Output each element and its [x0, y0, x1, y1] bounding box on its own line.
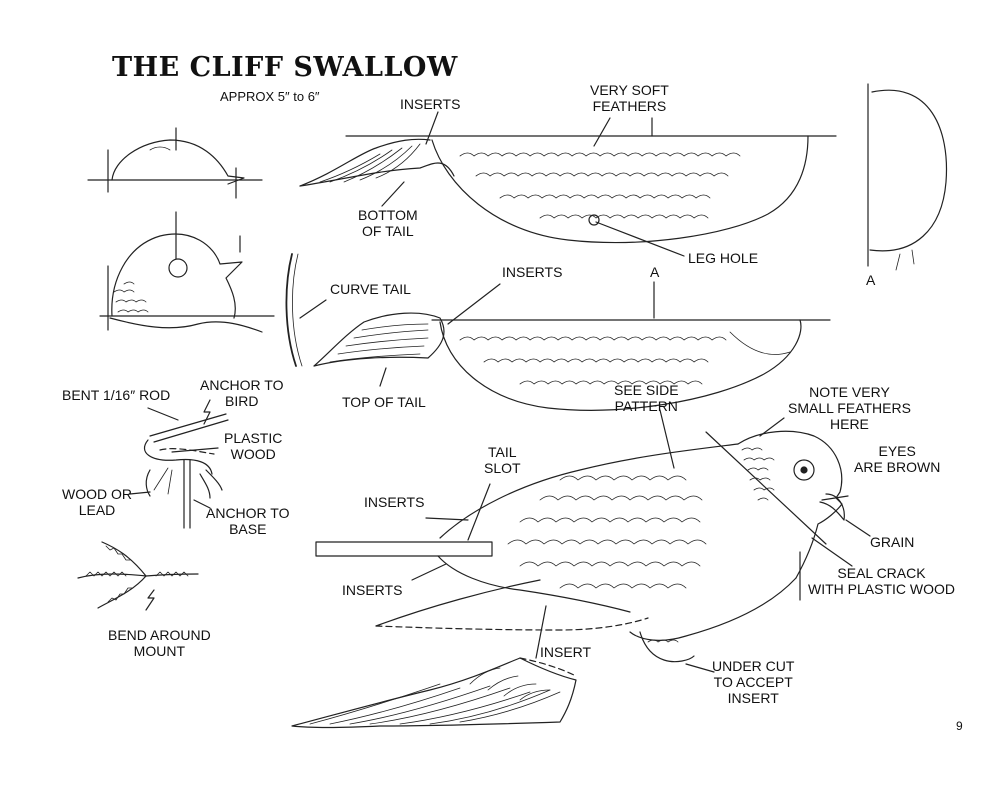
label-note-small-feathers: NOTE VERY SMALL FEATHERS HERE — [788, 384, 911, 432]
label-insert: INSERT — [540, 644, 592, 660]
label-anchor-to-base: ANCHOR TO BASE — [206, 505, 290, 537]
head-side-view — [99, 211, 275, 333]
label-eyes-are-brown: EYES ARE BROWN — [854, 443, 941, 475]
leg-anchor-detail — [129, 399, 229, 529]
label-curve-tail: CURVE TAIL — [330, 281, 411, 297]
body-side-view — [315, 409, 871, 673]
label-see-side-pattern: SEE SIDE PATTERN — [614, 382, 679, 414]
label-inserts-mid: INSERTS — [502, 264, 563, 280]
label-bottom-of-tail: BOTTOM OF TAIL — [358, 207, 418, 239]
label-inserts-body: INSERTS — [364, 494, 425, 510]
label-very-soft-feathers: VERY SOFT FEATHERS — [590, 82, 669, 114]
label-grain: GRAIN — [870, 534, 915, 550]
page-title: THE CLIFF SWALLOW — [112, 52, 458, 83]
cross-section-a — [867, 83, 948, 271]
label-seal-crack: SEAL CRACK WITH PLASTIC WOOD — [808, 565, 955, 597]
label-leg-hole: LEG HOLE — [688, 250, 759, 266]
tail-insert-piece — [291, 657, 577, 729]
curved-tail-guide — [285, 253, 327, 367]
size-note: APPROX 5″ to 6″ — [220, 89, 320, 104]
label-bent-rod: BENT 1/16″ ROD — [62, 387, 171, 403]
label-tail-slot: TAIL SLOT — [484, 444, 521, 476]
label-anchor-to-bird: ANCHOR TO BIRD — [200, 377, 284, 409]
label-section-a-view: A — [866, 272, 876, 288]
label-plastic-wood: PLASTIC WOOD — [224, 430, 283, 462]
label-bend-around-mount: BEND AROUND MOUNT — [108, 627, 211, 659]
page-number: 9 — [956, 719, 963, 733]
body-bottom-view — [299, 111, 837, 257]
label-wood-or-lead: WOOD OR LEAD — [62, 486, 132, 518]
label-top-of-tail: TOP OF TAIL — [342, 394, 426, 410]
head-profile-top — [87, 127, 263, 199]
body-top-view — [313, 281, 831, 411]
label-section-a-mark: A — [650, 264, 660, 280]
label-inserts-top: INSERTS — [400, 96, 461, 112]
foot-mount-detail — [77, 541, 199, 611]
label-inserts-lower: INSERTS — [342, 582, 403, 598]
label-under-cut: UNDER CUT TO ACCEPT INSERT — [712, 658, 795, 706]
